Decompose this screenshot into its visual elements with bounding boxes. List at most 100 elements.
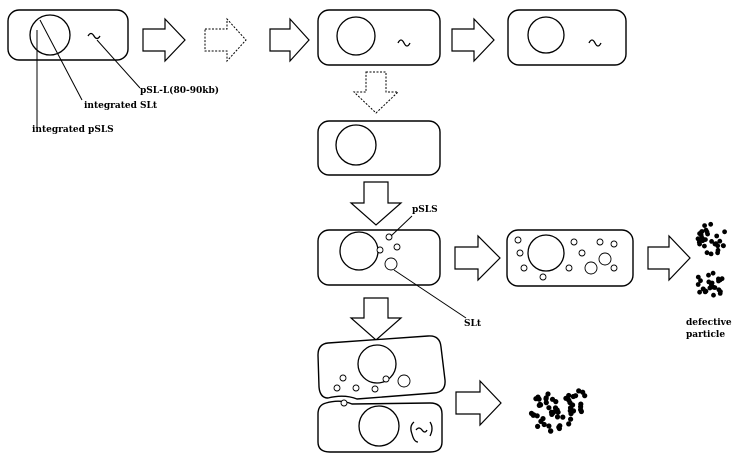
cell-5-pSLS-plasmid <box>377 247 383 253</box>
phage-particle-icon <box>582 393 587 398</box>
phage-particle-icon <box>571 394 576 399</box>
cell-6-plasmid <box>579 250 585 256</box>
defective-phage-cluster-top <box>696 222 727 256</box>
cell-5-pSLS-plasmid <box>386 234 392 240</box>
label-SLt: SLt <box>464 319 482 329</box>
cell-5-pSLS-plasmid <box>394 244 400 250</box>
label-pSLL: pSL-L(80-90kb) <box>140 85 219 96</box>
lysing-cell-top-half <box>318 336 445 399</box>
phage-particle-icon <box>700 229 705 234</box>
cell-6-plasmid <box>521 265 527 271</box>
phage-particle-icon <box>702 223 707 228</box>
phage-particle-icon <box>703 237 708 242</box>
arrow-down-dotted-icon <box>354 72 398 113</box>
arrow-block-icon <box>456 381 501 425</box>
phage-particle-icon <box>704 228 709 233</box>
cell-6-replicating <box>507 230 633 286</box>
phage-particle-icon <box>566 393 571 398</box>
cell-2 <box>318 10 440 65</box>
arrow-down-icon <box>351 182 401 225</box>
phage-particle-icon <box>702 244 707 249</box>
cell-6-plasmid <box>597 239 603 245</box>
lysing-cell-top-chromosome <box>358 345 396 383</box>
cell-6-plasmid <box>611 241 617 247</box>
label-integrated-pSLS: integrated pSLS <box>32 125 114 135</box>
lysing-cell-plasmid <box>340 375 346 381</box>
arrow-block-icon <box>270 19 309 61</box>
lysing-cell-plasmid <box>341 400 347 406</box>
phage-particle-icon <box>708 222 713 227</box>
phage-particle-icon <box>716 248 721 253</box>
released-phage-burst <box>529 388 587 433</box>
phage-particle-icon <box>578 404 583 409</box>
label-pSLS: pSLS <box>412 205 438 215</box>
phage-particle-icon <box>698 278 703 283</box>
lysing-cell-bottom-half <box>318 400 442 452</box>
arrow-block-icon <box>455 236 500 280</box>
cell-5-chromosome <box>340 232 378 270</box>
phage-particle-icon <box>560 415 565 420</box>
cell-6-chromosome <box>528 235 564 271</box>
phage-particle-icon <box>542 422 547 427</box>
phage-particle-icon <box>714 234 719 239</box>
phage-particle-icon <box>557 426 562 431</box>
cell-2-chromosome <box>337 17 375 55</box>
arrow-block-icon <box>648 236 690 280</box>
phage-particle-icon <box>576 388 581 393</box>
phage-particle-icon <box>535 424 540 429</box>
cell-6-plasmid <box>540 274 546 280</box>
phage-particle-icon <box>717 239 722 244</box>
cell-6-plasmid <box>566 265 572 271</box>
cell-5-SLt-circle <box>385 258 397 270</box>
phage-particle-icon <box>555 414 560 419</box>
arrow-dotted-icon <box>205 19 246 61</box>
phage-particle-icon <box>568 408 573 413</box>
phage-particle-icon <box>711 271 716 276</box>
cell-6-plasmid <box>611 265 617 271</box>
phage-particle-icon <box>535 395 540 400</box>
phage-particle-icon <box>711 293 716 298</box>
cell-6-SLt-circle <box>585 262 597 274</box>
cell-3 <box>508 10 626 65</box>
phage-particle-icon <box>531 412 536 417</box>
arrow-block-icon <box>143 19 185 61</box>
phage-particle-icon <box>546 423 551 428</box>
phage-particle-icon <box>570 402 575 407</box>
lysing-cell-bottom-chromosome <box>359 406 399 446</box>
phage-particle-icon <box>722 229 727 234</box>
phage-particle-icon <box>709 252 714 257</box>
phage-particle-icon <box>703 290 708 295</box>
cell-5-induced <box>318 216 466 318</box>
cell-1-chromosome <box>30 15 70 55</box>
phage-particle-icon <box>566 421 571 426</box>
cell-1-lysogen <box>8 10 140 132</box>
lysing-cell-plasmid <box>383 376 389 382</box>
lysing-cell-SLt-circle <box>398 375 410 387</box>
cell-6-envelope <box>507 230 633 286</box>
cell-6-plasmid <box>515 237 521 243</box>
arrow-down-icon <box>351 298 401 340</box>
label-integrated-SLt: integrated SLt <box>84 101 158 111</box>
defective-phage-cluster-bottom <box>696 271 725 298</box>
label-defective-phage: defective phage <box>686 318 732 328</box>
phage-particle-icon <box>550 397 555 402</box>
phage-particle-icon <box>705 250 710 255</box>
phage-particle-icon <box>568 417 573 422</box>
phage-particle-icon <box>721 243 726 248</box>
cell-2-envelope <box>318 10 440 65</box>
label-particle: particle <box>686 330 725 340</box>
phage-particle-icon <box>548 429 553 434</box>
phage-particle-icon <box>710 281 715 286</box>
cell-5-envelope <box>318 230 440 285</box>
phage-particle-icon <box>718 278 723 283</box>
arrow-block-icon <box>452 19 494 61</box>
lysing-cell-plasmid <box>334 385 340 391</box>
cell-3-chromosome <box>528 17 564 53</box>
cell-3-envelope <box>508 10 626 65</box>
cell-6-plasmid <box>571 239 577 245</box>
phage-particle-icon <box>706 273 711 278</box>
phage-particle-icon <box>717 287 722 292</box>
cell-4 <box>318 121 440 175</box>
lysing-cell-plasmid <box>353 385 359 391</box>
